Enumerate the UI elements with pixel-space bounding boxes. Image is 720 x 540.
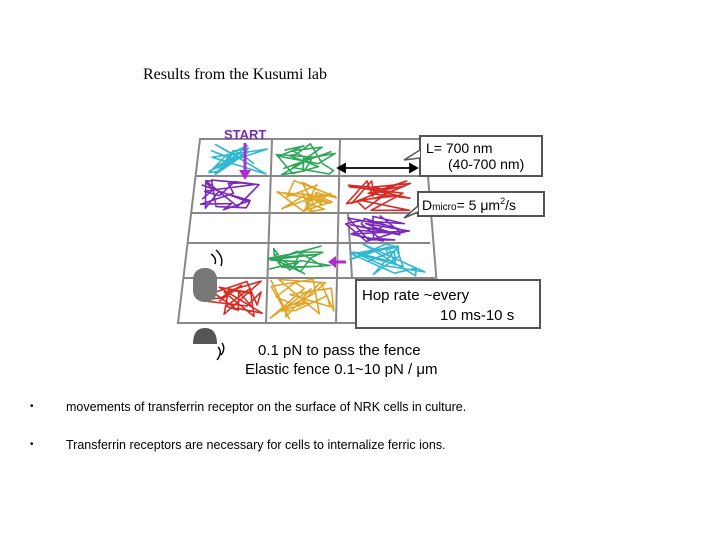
- trajectory-path: [268, 246, 330, 274]
- distance-callout: L= 700 nm (40-700 nm): [404, 136, 542, 176]
- bullet-marker: •: [30, 396, 34, 418]
- trajectory-path: [270, 279, 334, 319]
- bullet-marker: •: [30, 434, 34, 456]
- diffusion-callout: Dmicro= 5 μm2/s: [404, 192, 544, 218]
- fence-pillar-icon: [193, 250, 224, 360]
- trajectory-path: [201, 180, 259, 210]
- distance-line1: L= 700 nm: [426, 140, 493, 156]
- distance-line2: (40-700 nm): [448, 156, 524, 172]
- bullet-item: • Transferrin receptors are necessary fo…: [30, 434, 690, 456]
- bullet-item: • movements of transferrin receptor on t…: [30, 396, 690, 418]
- bullet-text: Transferrin receptors are necessary for …: [66, 434, 446, 456]
- hop-line2: 10 ms-10 s: [440, 307, 514, 324]
- bullet-list: • movements of transferrin receptor on t…: [30, 396, 690, 472]
- hop-line1: Hop rate ~every: [362, 287, 470, 304]
- hop-rate-callout: Hop rate ~every 10 ms-10 s: [356, 280, 540, 328]
- trajectory-path: [350, 244, 425, 276]
- trajectory-path: [347, 181, 411, 210]
- trajectory-path: [276, 144, 335, 175]
- bullet-text: movements of transferrin receptor on the…: [66, 396, 466, 418]
- fence-line1: 0.1 pN to pass the fence: [258, 342, 421, 359]
- fence-line2: Elastic fence 0.1~10 pN / μm: [245, 361, 438, 378]
- trajectory-path: [276, 181, 336, 212]
- start-label: START: [224, 127, 266, 142]
- trajectory-path: [346, 216, 410, 242]
- distance-double-arrow-icon: [338, 164, 417, 172]
- trajectory-path: [209, 145, 267, 175]
